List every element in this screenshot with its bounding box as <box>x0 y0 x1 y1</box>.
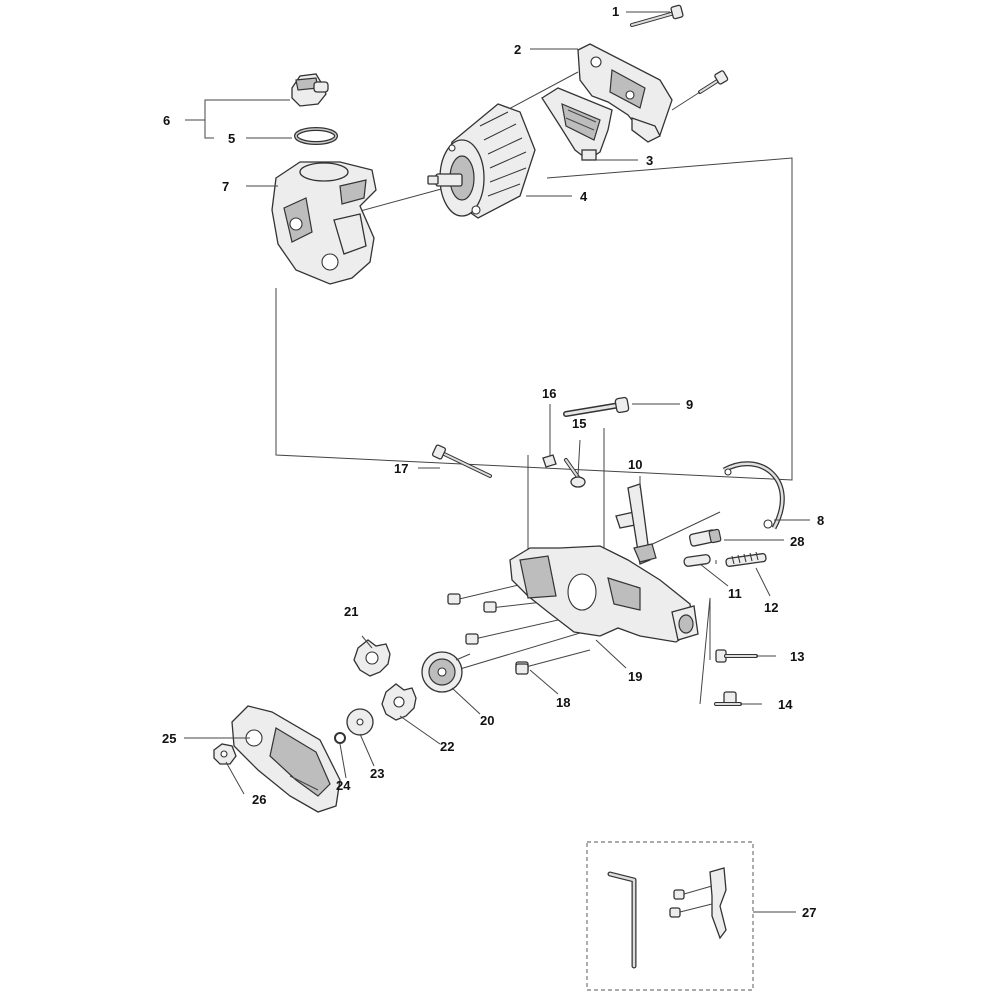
callout-10: 10 <box>628 457 642 472</box>
part-4-motor <box>427 103 536 219</box>
part-22-sprocket <box>381 683 417 721</box>
part-17-bolt <box>431 444 492 478</box>
part-3-vent-bracket <box>541 87 613 161</box>
part-25-cover <box>231 705 341 813</box>
callout-24: 24 <box>336 778 351 793</box>
callout-12: 12 <box>764 600 778 615</box>
part-16-nut <box>542 454 557 468</box>
callout-20: 20 <box>480 713 494 728</box>
part-6-cap <box>291 73 329 107</box>
callout-5: 5 <box>228 131 235 146</box>
part-28-sleeve <box>688 528 722 547</box>
part-18-bolt <box>515 663 529 675</box>
callout-4: 4 <box>580 189 588 204</box>
part-9-bolt <box>563 396 630 417</box>
callout-11: 11 <box>728 586 742 601</box>
callout-27: 27 <box>802 905 816 920</box>
part-19-arm-housing <box>509 545 699 643</box>
part-8-ring <box>722 461 785 530</box>
part-20-drum <box>421 651 471 693</box>
callout-14: 14 <box>778 697 793 712</box>
callout-13: 13 <box>790 649 804 664</box>
callout-18: 18 <box>556 695 570 710</box>
part-26-nut <box>213 743 237 765</box>
callout-1: 1 <box>612 4 619 19</box>
callout-17: 17 <box>394 461 408 476</box>
callout-2: 2 <box>514 42 521 57</box>
part-5-o-ring <box>294 127 338 145</box>
callout-7: 7 <box>222 179 229 194</box>
callout-3: 3 <box>646 153 653 168</box>
assembly-lines <box>275 71 793 705</box>
part-27-tool-kit <box>586 841 754 991</box>
callout-9: 9 <box>686 397 693 412</box>
part-21-sprocket <box>353 639 391 677</box>
part-12-spring <box>725 551 767 568</box>
callout-26: 26 <box>252 792 266 807</box>
part-7-housing <box>271 161 377 285</box>
callout-19: 19 <box>628 669 642 684</box>
callout-25: 25 <box>162 731 176 746</box>
callout-21: 21 <box>344 604 358 619</box>
callout-15: 15 <box>572 416 586 431</box>
part-1-bolt <box>630 4 684 27</box>
callout-6: 6 <box>163 113 170 128</box>
part-1b-bolt <box>671 70 729 111</box>
callout-16: 16 <box>542 386 556 401</box>
part-14-bolt <box>714 691 742 706</box>
callout-labels: 1 2 3 4 5 6 7 8 9 10 11 12 13 14 15 16 1… <box>162 4 824 920</box>
part-15-screw <box>564 458 586 488</box>
part-13-bolt <box>715 649 758 663</box>
part-10-clip <box>615 483 657 565</box>
callout-22: 22 <box>440 739 454 754</box>
callout-23: 23 <box>370 766 384 781</box>
part-11-pin <box>683 554 711 567</box>
part-2-motor-cover <box>577 43 673 143</box>
part-23-washer <box>346 708 374 736</box>
callout-28: 28 <box>790 534 804 549</box>
callout-8: 8 <box>817 513 824 528</box>
leader-lines <box>184 11 810 913</box>
part-24-washer <box>334 732 346 744</box>
